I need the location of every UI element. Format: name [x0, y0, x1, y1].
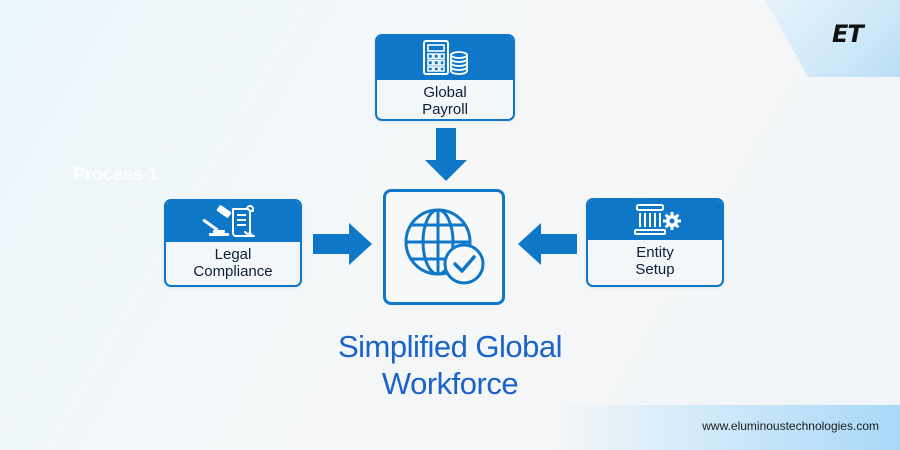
- website-link[interactable]: www.eluminoustechnologies.com: [702, 419, 879, 433]
- card-label-line1: Legal: [214, 246, 252, 263]
- card-header: [377, 36, 513, 80]
- card-header: [588, 200, 722, 240]
- center-hub: [383, 189, 505, 305]
- card-label: Entity Setup: [588, 240, 722, 278]
- footer-band: [0, 405, 900, 450]
- ghost-process-label: Process 1: [73, 164, 159, 184]
- building-gear-icon: [634, 204, 681, 235]
- arrow-right-icon: [313, 223, 372, 265]
- card-header: [166, 201, 300, 242]
- card-label: Legal Compliance: [166, 242, 300, 280]
- headline-line1: Simplified Global: [337, 329, 563, 364]
- card-label: Global Payroll: [377, 80, 513, 118]
- card-label-line2: Setup: [635, 261, 675, 278]
- card-global-payroll: Global Payroll: [375, 34, 515, 121]
- card-legal-compliance: Legal Compliance: [164, 199, 302, 287]
- arrow-left-icon: [518, 223, 577, 265]
- brand-logo: ET: [832, 20, 864, 48]
- headline-title: Simplified Global Workforce: [250, 328, 650, 402]
- card-entity-setup: Entity Setup: [586, 198, 724, 287]
- card-label-line1: Global: [423, 84, 467, 101]
- gavel-document-icon: [202, 204, 255, 237]
- headline-line2: Workforce: [381, 366, 519, 401]
- card-label-line2: Compliance: [193, 263, 273, 280]
- arrow-down-icon: [425, 128, 467, 181]
- card-label-line2: Payroll: [422, 101, 468, 118]
- card-label-line1: Entity: [636, 244, 674, 261]
- calculator-coins-icon: [423, 40, 468, 75]
- globe-check-icon: [404, 208, 485, 285]
